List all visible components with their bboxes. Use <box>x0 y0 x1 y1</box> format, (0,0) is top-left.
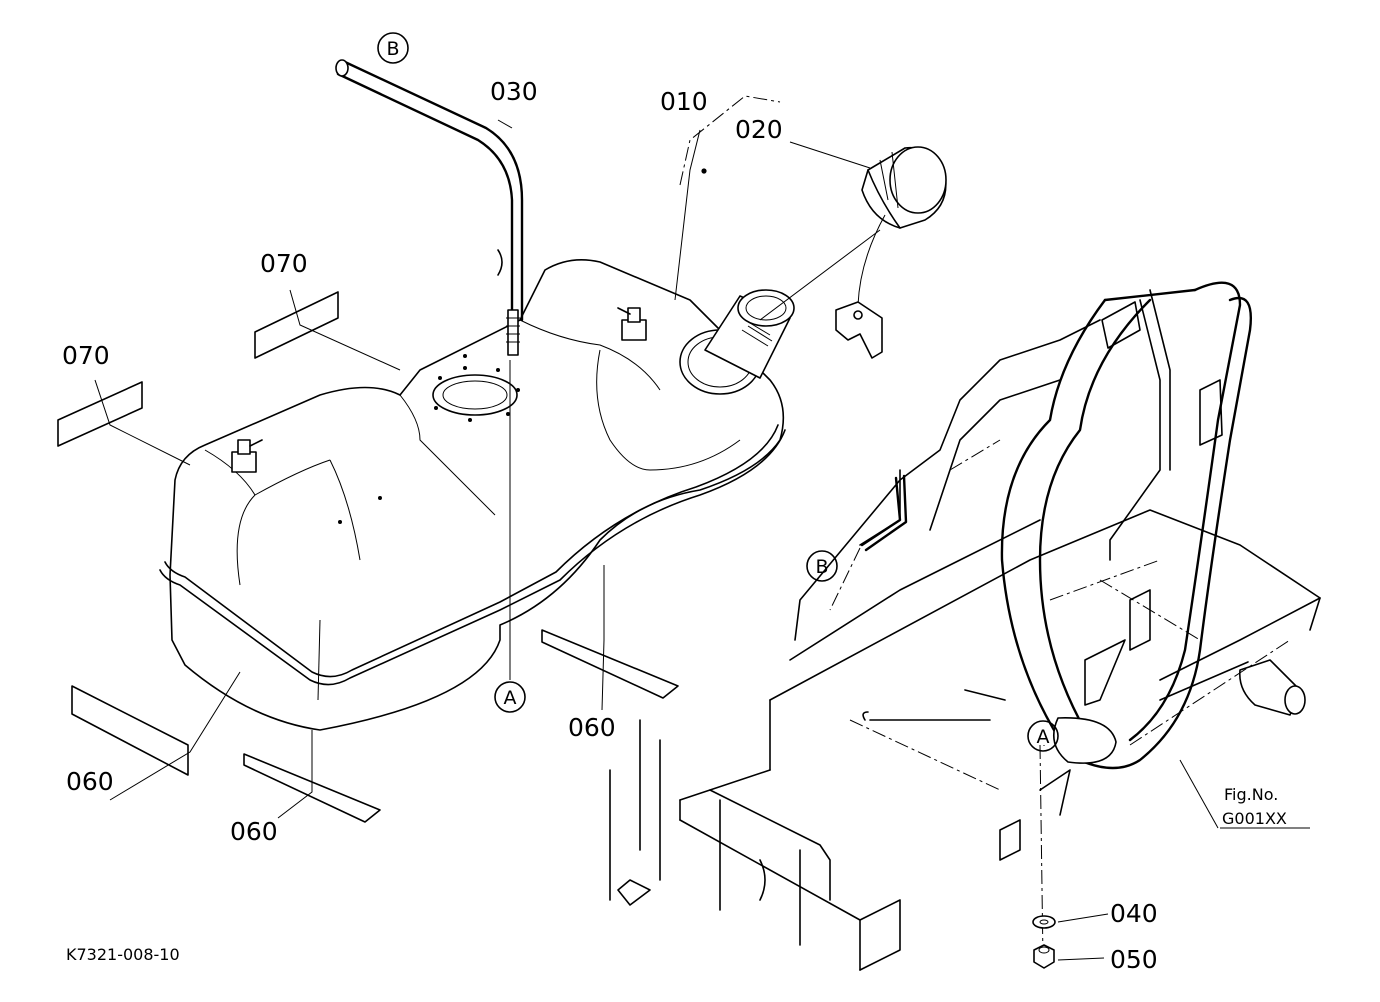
tractor-frame <box>609 281 1321 971</box>
callout-b-frame: B <box>806 550 838 582</box>
leader-lines-left <box>94 95 881 819</box>
diagram-code: K7321-008-10 <box>66 945 180 964</box>
fuel-tank <box>159 259 795 731</box>
leader-lines-right <box>1043 745 1310 961</box>
fig-no-number: G001XX <box>1222 809 1287 828</box>
filler-cap <box>835 146 947 359</box>
pads-070 <box>57 291 339 447</box>
part-label-020: 020 <box>735 115 783 144</box>
part-label-040: 040 <box>1110 899 1158 928</box>
part-label-030: 030 <box>490 77 538 106</box>
callout-b-top: B <box>377 32 409 64</box>
svg-text:A: A <box>504 687 517 709</box>
vent-pipe <box>335 59 524 356</box>
part-label-060-center: 060 <box>230 817 278 846</box>
part-label-060-left: 060 <box>66 767 114 796</box>
part-label-050: 050 <box>1110 945 1158 974</box>
svg-text:B: B <box>386 38 399 60</box>
pipe-end-frame <box>860 474 908 552</box>
part-label-060-right: 060 <box>568 713 616 742</box>
callout-a-frame: A <box>1027 720 1059 752</box>
fig-no-label: Fig.No. <box>1224 785 1278 804</box>
svg-text:A: A <box>1037 726 1050 748</box>
part-label-010: 010 <box>660 87 708 116</box>
part-label-070-top: 070 <box>260 249 308 278</box>
callout-a-tank: A <box>494 681 526 713</box>
svg-text:B: B <box>815 556 828 578</box>
washer-and-nut <box>1032 915 1056 969</box>
part-label-070-left: 070 <box>62 341 110 370</box>
